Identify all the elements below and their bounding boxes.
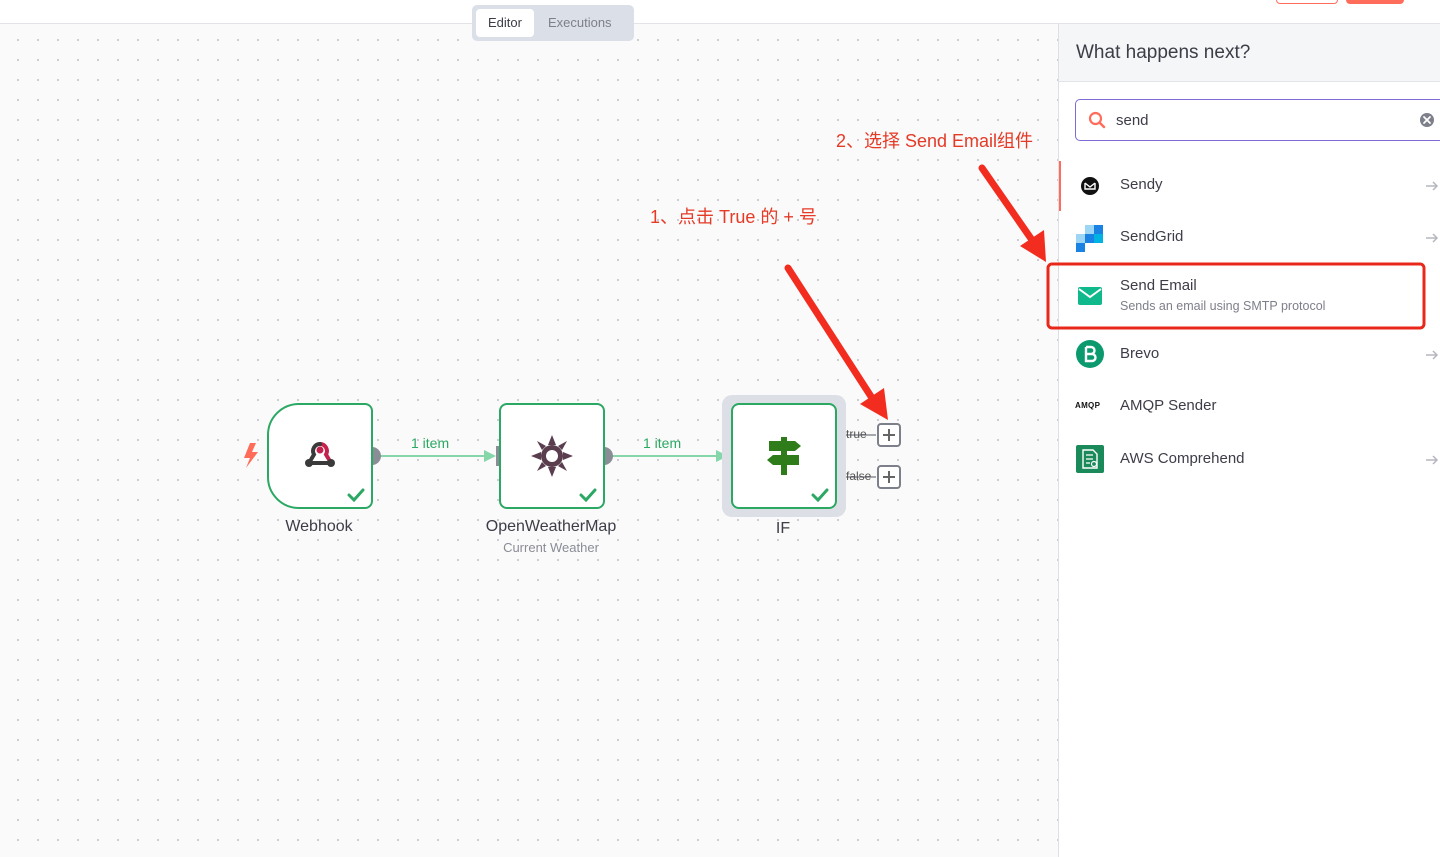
arrow-right-icon <box>1426 350 1439 360</box>
view-tabs: Editor Executions <box>472 5 634 41</box>
edge-item-count: 1 item <box>411 435 450 451</box>
result-item-sendy[interactable]: Sendy <box>1059 161 1440 211</box>
result-item-amqp-sender[interactable]: AMQP AMQP Sender <box>1059 381 1440 431</box>
result-item-aws-comprehend[interactable]: AWS Comprehend <box>1059 433 1440 485</box>
aws-comprehend-icon <box>1076 445 1104 473</box>
result-item-send-email[interactable]: Send Email Sends an email using SMTP pro… <box>1059 265 1440 327</box>
annotation-step1: 1、点击 True 的 + 号 <box>650 207 817 227</box>
node-title: Webhook <box>285 518 353 535</box>
search-box[interactable] <box>1075 99 1440 141</box>
arrow-right-icon <box>1426 233 1439 243</box>
result-item-sendgrid[interactable]: SendGrid <box>1059 213 1440 263</box>
result-title: Brevo <box>1120 345 1160 362</box>
add-node-true-button[interactable] <box>877 423 901 447</box>
success-check-icon <box>811 488 829 502</box>
node-title: OpenWeatherMap <box>485 518 617 535</box>
email-envelope-icon <box>1078 287 1102 305</box>
tab-editor[interactable]: Editor <box>476 9 534 37</box>
result-title: Send Email <box>1120 277 1197 294</box>
arrow-right-icon <box>1426 181 1439 191</box>
if-node[interactable] <box>731 403 837 509</box>
trigger-bolt-icon <box>244 443 258 468</box>
edge-item-count: 1 item <box>643 435 682 451</box>
signpost-icon <box>767 437 801 475</box>
node-title: IF <box>775 520 791 537</box>
sun-icon <box>531 435 573 477</box>
connection-arrowhead <box>484 450 496 462</box>
false-output-label: false <box>846 469 872 483</box>
search-icon <box>1088 111 1106 129</box>
result-description: Sends an email using SMTP protocol <box>1120 299 1326 313</box>
openweathermap-node[interactable] <box>499 403 605 509</box>
annotation-step2: 2、选择 Send Email组件 <box>836 131 1034 151</box>
webhook-node[interactable] <box>267 403 373 509</box>
node-creator-panel: What happens next? Sendy <box>1058 24 1440 857</box>
tab-executions[interactable]: Executions <box>547 15 612 30</box>
active-item-indicator <box>1059 161 1061 211</box>
node-subtitle: Current Weather <box>503 540 599 555</box>
webhook-icon <box>305 442 335 467</box>
amqp-icon: AMQP <box>1075 401 1101 410</box>
result-title: SendGrid <box>1120 228 1184 245</box>
top-secondary-button[interactable] <box>1276 0 1338 4</box>
brevo-icon <box>1076 340 1104 368</box>
arrow-right-icon <box>1426 455 1439 465</box>
result-title: AWS Comprehend <box>1120 450 1245 467</box>
success-check-icon <box>579 488 597 502</box>
result-title: AMQP Sender <box>1120 397 1217 414</box>
sendgrid-icon <box>1076 225 1103 252</box>
true-output-label: true <box>846 427 867 441</box>
result-title: Sendy <box>1120 176 1163 193</box>
search-input[interactable] <box>1116 108 1406 132</box>
add-node-false-button[interactable] <box>877 465 901 489</box>
sendy-icon <box>1081 177 1099 195</box>
top-primary-button[interactable] <box>1346 0 1404 4</box>
panel-title: What happens next? <box>1059 24 1440 82</box>
result-item-brevo[interactable]: Brevo <box>1059 329 1440 379</box>
clear-search-icon[interactable] <box>1419 112 1435 128</box>
success-check-icon <box>347 488 365 502</box>
top-bar <box>0 0 1440 24</box>
